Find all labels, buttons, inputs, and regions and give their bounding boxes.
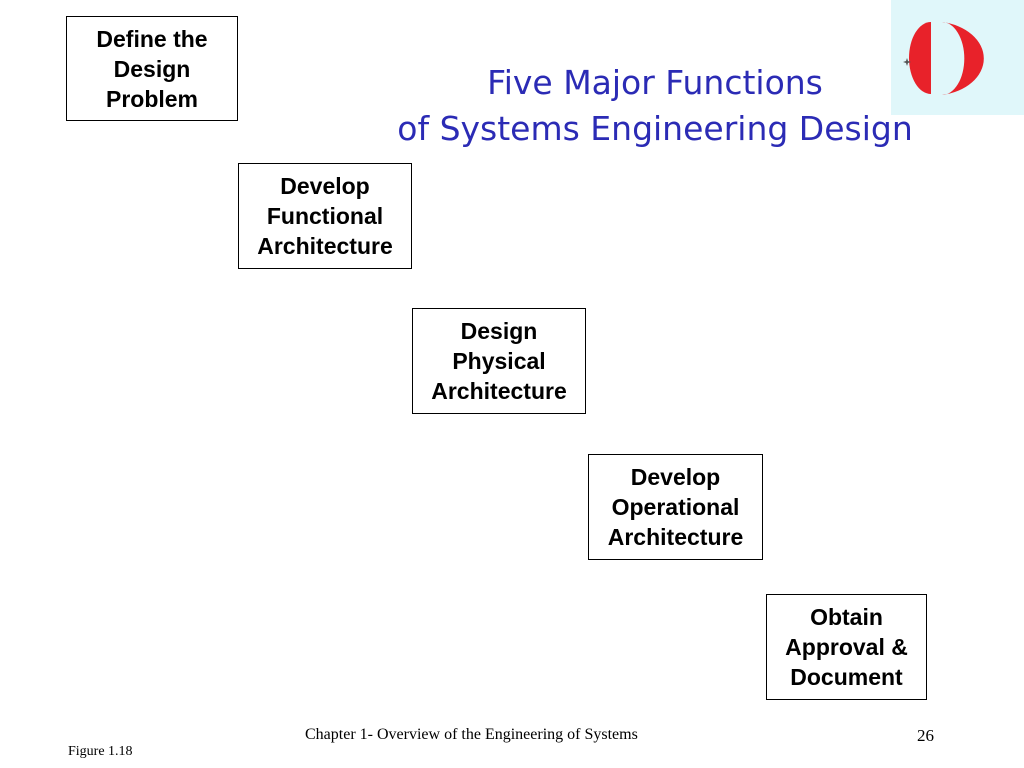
step-line: Architecture [607, 524, 744, 550]
step-develop-operational-architecture: Develop Operational Architecture [588, 454, 763, 560]
step-line: Operational [611, 494, 740, 520]
step-obtain-approval-document: Obtain Approval & Document [766, 594, 927, 700]
step-line: Approval & [785, 634, 908, 660]
step-line: Obtain [810, 604, 883, 630]
step-design-physical-architecture: Design Physical Architecture [412, 308, 586, 414]
step-line: Develop [630, 464, 721, 490]
university-logo-icon [903, 22, 984, 95]
step-line: Define the [96, 25, 208, 52]
step-line: Design [460, 318, 538, 344]
footer-chapter: Chapter 1- Overview of the Engineering o… [305, 726, 638, 743]
step-line: Architecture [257, 233, 393, 259]
slide-title: Five Major Functions of Systems Engineer… [340, 60, 970, 152]
step-line: Develop [280, 173, 370, 199]
step-line: Functional [266, 203, 384, 229]
page-number: 26 [917, 726, 934, 745]
step-line: Document [790, 664, 903, 690]
step-line: Design [113, 55, 191, 82]
step-define-design-problem: Define the Design Problem [66, 16, 238, 121]
figure-label: Figure 1.18 [68, 744, 133, 759]
step-develop-functional-architecture: Develop Functional Architecture [238, 163, 412, 269]
slide-title-line-1: Five Major Functions [487, 63, 823, 102]
step-line: Problem [105, 85, 199, 112]
step-line: Architecture [431, 378, 567, 404]
step-line: Physical [452, 348, 546, 374]
slide-title-line-2: of Systems Engineering Design [397, 109, 913, 148]
logo-panel [891, 0, 1024, 115]
